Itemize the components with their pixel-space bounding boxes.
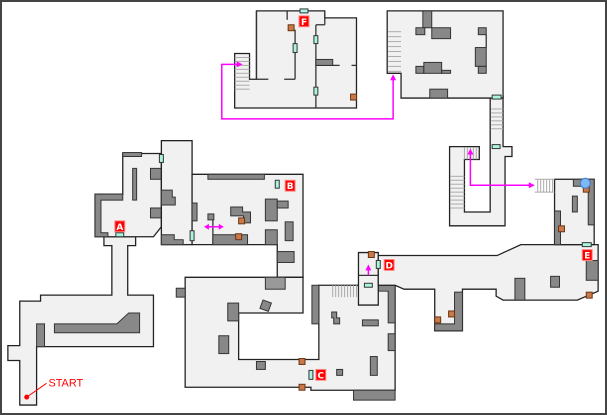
wall-block bbox=[336, 368, 344, 376]
marker-f[interactable]: F bbox=[298, 15, 310, 28]
wall-block bbox=[361, 319, 379, 327]
wall-block bbox=[415, 65, 425, 74]
corridor-de-floor bbox=[377, 243, 599, 332]
wall-block bbox=[315, 58, 334, 66]
wall-block bbox=[264, 229, 278, 246]
wall-block bbox=[514, 277, 526, 301]
stair-hall-floor bbox=[448, 95, 513, 227]
wall-block bbox=[149, 207, 162, 219]
wall-block bbox=[94, 193, 124, 238]
marker-d[interactable]: D bbox=[383, 258, 395, 271]
marker-f-label: F bbox=[301, 18, 307, 28]
save-point-icon[interactable] bbox=[579, 177, 591, 189]
wall-block bbox=[422, 10, 433, 29]
marker-a[interactable]: A bbox=[114, 220, 126, 233]
wall-block bbox=[441, 69, 452, 74]
wall-block bbox=[311, 284, 320, 325]
start-area-floor bbox=[7, 236, 155, 406]
wall-block bbox=[218, 335, 230, 355]
wall-block bbox=[264, 198, 278, 222]
wall-block bbox=[227, 302, 240, 322]
marker-c-label: C bbox=[318, 371, 325, 381]
wall-block bbox=[474, 47, 487, 67]
wall-block bbox=[160, 234, 184, 246]
wall-block bbox=[276, 251, 295, 263]
wall-block bbox=[212, 234, 249, 246]
wall-block bbox=[415, 27, 426, 36]
route-arrow-icon bbox=[203, 61, 535, 276]
wall-block bbox=[207, 173, 265, 180]
stairs-icon bbox=[332, 285, 357, 298]
start-label: START bbox=[48, 377, 83, 389]
stairs-icon bbox=[234, 56, 250, 90]
wall-block bbox=[264, 276, 286, 290]
marker-b-label: B bbox=[287, 182, 294, 192]
wall-block bbox=[431, 27, 452, 40]
wall-block bbox=[429, 88, 449, 99]
wall-block bbox=[369, 356, 378, 376]
wall-block bbox=[230, 206, 252, 224]
wall-block bbox=[571, 195, 578, 213]
wall-block bbox=[122, 152, 143, 157]
start-leader-line bbox=[26, 382, 47, 398]
room-d-floor bbox=[357, 251, 379, 306]
wall-block bbox=[36, 323, 46, 348]
wall-block bbox=[284, 221, 294, 242]
wall-block bbox=[132, 167, 138, 201]
wall-block bbox=[353, 389, 396, 401]
stairs-icon bbox=[388, 31, 402, 72]
marker-c[interactable]: C bbox=[315, 368, 327, 381]
marker-e[interactable]: E bbox=[581, 249, 593, 262]
wall-block bbox=[387, 333, 396, 352]
wall-block bbox=[191, 202, 198, 222]
wall-block bbox=[276, 200, 289, 209]
stairs-icon bbox=[534, 178, 555, 193]
wall-block bbox=[477, 65, 487, 74]
wall-block bbox=[434, 291, 463, 332]
wall-block bbox=[160, 189, 176, 206]
marker-b[interactable]: B bbox=[284, 179, 296, 192]
marker-a-label: A bbox=[116, 223, 123, 233]
wall-block bbox=[259, 299, 273, 313]
wall-block bbox=[149, 167, 162, 180]
door-icon bbox=[115, 8, 592, 380]
wall-block bbox=[550, 275, 561, 288]
marker-d-label: D bbox=[385, 261, 392, 271]
wall-block bbox=[423, 61, 443, 74]
crate-icon bbox=[235, 24, 593, 391]
wall-block bbox=[175, 287, 186, 298]
wall-block bbox=[207, 213, 215, 221]
marker-e-label: E bbox=[584, 252, 590, 262]
wall-block bbox=[255, 361, 266, 370]
wall-block bbox=[331, 311, 341, 325]
wall-block bbox=[585, 259, 599, 281]
wall-block bbox=[477, 27, 487, 36]
wall-block bbox=[53, 312, 141, 334]
